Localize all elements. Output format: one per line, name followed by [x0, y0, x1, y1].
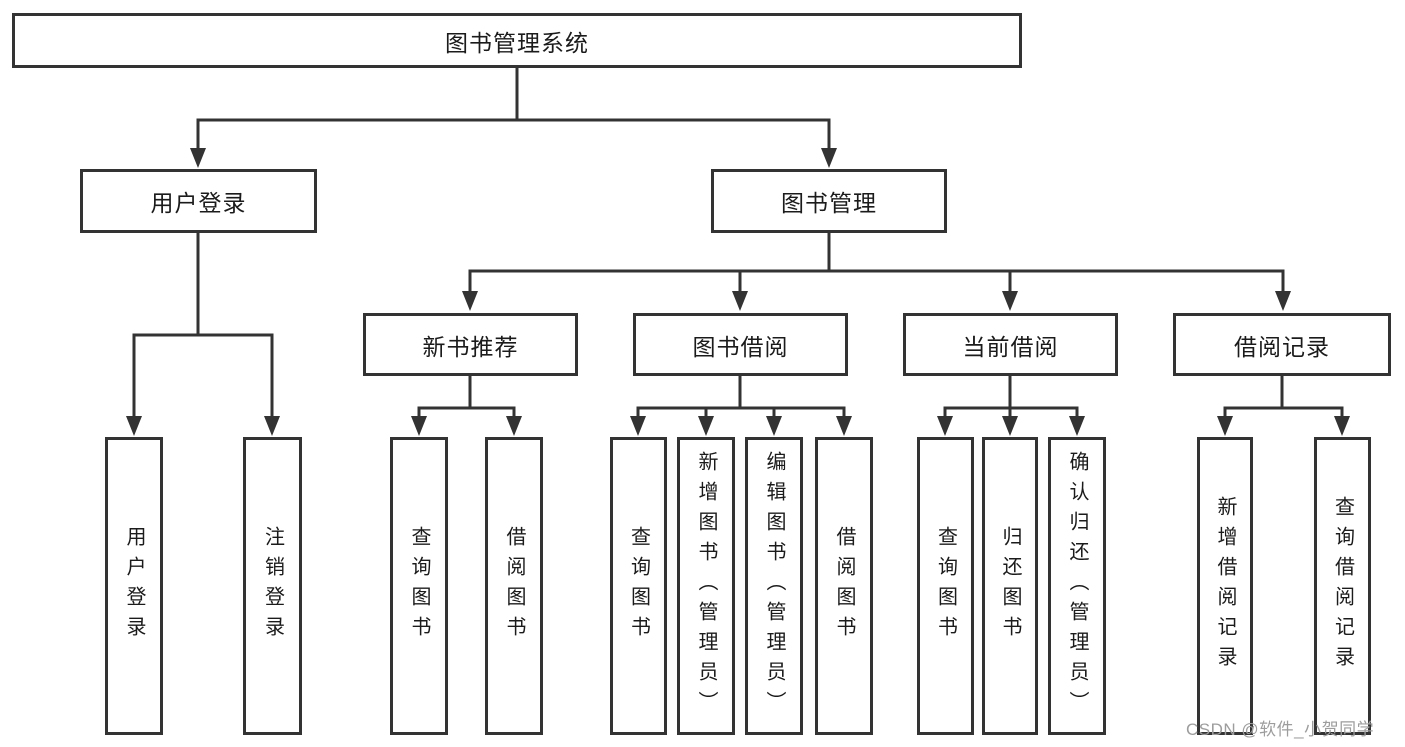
leaf-logout-label: 注销登录 — [261, 526, 284, 646]
leaf-logout: 注销登录 — [243, 437, 302, 735]
leaf-query-book-borrow-label: 查询图书 — [627, 526, 650, 646]
leaf-edit-book: 编辑图书（管理员） — [745, 437, 803, 735]
csdn-watermark: CSDN @软件_小贺同学 — [1186, 720, 1375, 739]
node-new-book-rec: 新书推荐 — [363, 313, 578, 376]
node-new-book-rec-label: 新书推荐 — [422, 333, 519, 360]
leaf-query-book-borrow: 查询图书 — [610, 437, 667, 735]
edge-borrowrecord-to-leaves — [1223, 376, 1344, 420]
leaf-user-login: 用户登录 — [105, 437, 163, 735]
node-book-borrow-label: 图书借阅 — [692, 333, 789, 360]
arrowhead — [698, 416, 714, 436]
leaf-query-record-label: 查询借阅记录 — [1331, 496, 1354, 676]
leaf-return-book: 归还图书 — [982, 437, 1038, 735]
arrowhead — [190, 148, 206, 168]
arrowhead — [821, 148, 837, 168]
arrowhead — [411, 416, 427, 436]
leaf-add-record-label: 新增借阅记录 — [1214, 496, 1236, 676]
leaf-user-login-label: 用户登录 — [123, 526, 145, 646]
node-user-login-label: 用户登录 — [150, 190, 247, 216]
edge-root-to-level2 — [196, 68, 831, 152]
node-borrow-record: 借阅记录 — [1173, 313, 1391, 376]
edge-bookmgmt-to-level3 — [468, 233, 1285, 295]
arrowhead — [630, 416, 646, 436]
leaf-edit-book-label: 编辑图书（管理员） — [763, 451, 785, 721]
edge-newbookrec-to-leaves — [417, 376, 516, 420]
arrowhead — [937, 416, 953, 436]
leaf-query-book-rec-label: 查询图书 — [408, 526, 430, 646]
leaf-add-book: 新增图书（管理员） — [677, 437, 735, 735]
leaf-confirm-return: 确认归还（管理员） — [1048, 437, 1106, 735]
leaf-borrow-book-rec: 借阅图书 — [485, 437, 543, 735]
leaf-borrow-book: 借阅图书 — [815, 437, 873, 735]
leaf-add-book-label: 新增图书（管理员） — [695, 451, 717, 721]
arrowhead — [264, 416, 280, 436]
leaf-confirm-return-label: 确认归还（管理员） — [1066, 451, 1088, 721]
arrowhead — [1069, 416, 1085, 436]
arrowhead — [1217, 416, 1233, 436]
node-current-borrow-label: 当前借阅 — [962, 333, 1059, 360]
arrowhead — [462, 291, 478, 311]
arrowhead — [732, 291, 748, 311]
arrowhead — [1002, 416, 1018, 436]
node-borrow-record-label: 借阅记录 — [1234, 333, 1330, 360]
arrowhead — [1334, 416, 1350, 436]
leaf-borrow-book-label: 借阅图书 — [833, 526, 855, 646]
arrowhead — [506, 416, 522, 436]
leaf-query-book-current-label: 查询图书 — [934, 526, 957, 646]
node-user-login: 用户登录 — [80, 169, 317, 233]
edge-bookborrow-to-leaves — [636, 376, 846, 420]
node-current-borrow: 当前借阅 — [903, 313, 1118, 376]
arrowhead — [1002, 291, 1018, 311]
edge-currentborrow-to-leaves — [943, 376, 1079, 420]
leaf-return-book-label: 归还图书 — [999, 526, 1021, 646]
leaf-query-record: 查询借阅记录 — [1314, 437, 1371, 735]
arrowhead — [1275, 291, 1291, 311]
arrowhead — [766, 416, 782, 436]
arrowhead — [126, 416, 142, 436]
node-book-mgmt: 图书管理 — [711, 169, 947, 233]
leaf-borrow-book-rec-label: 借阅图书 — [503, 526, 525, 646]
node-root-label: 图书管理系统 — [445, 29, 589, 56]
leaf-add-record: 新增借阅记录 — [1197, 437, 1253, 735]
leaf-query-book-rec: 查询图书 — [390, 437, 448, 735]
node-book-borrow: 图书借阅 — [633, 313, 848, 376]
node-root: 图书管理系统 — [12, 13, 1022, 68]
edge-userlogin-to-leaves — [132, 233, 274, 420]
arrowhead — [836, 416, 852, 436]
leaf-query-book-current: 查询图书 — [917, 437, 974, 735]
node-book-mgmt-label: 图书管理 — [781, 190, 877, 216]
